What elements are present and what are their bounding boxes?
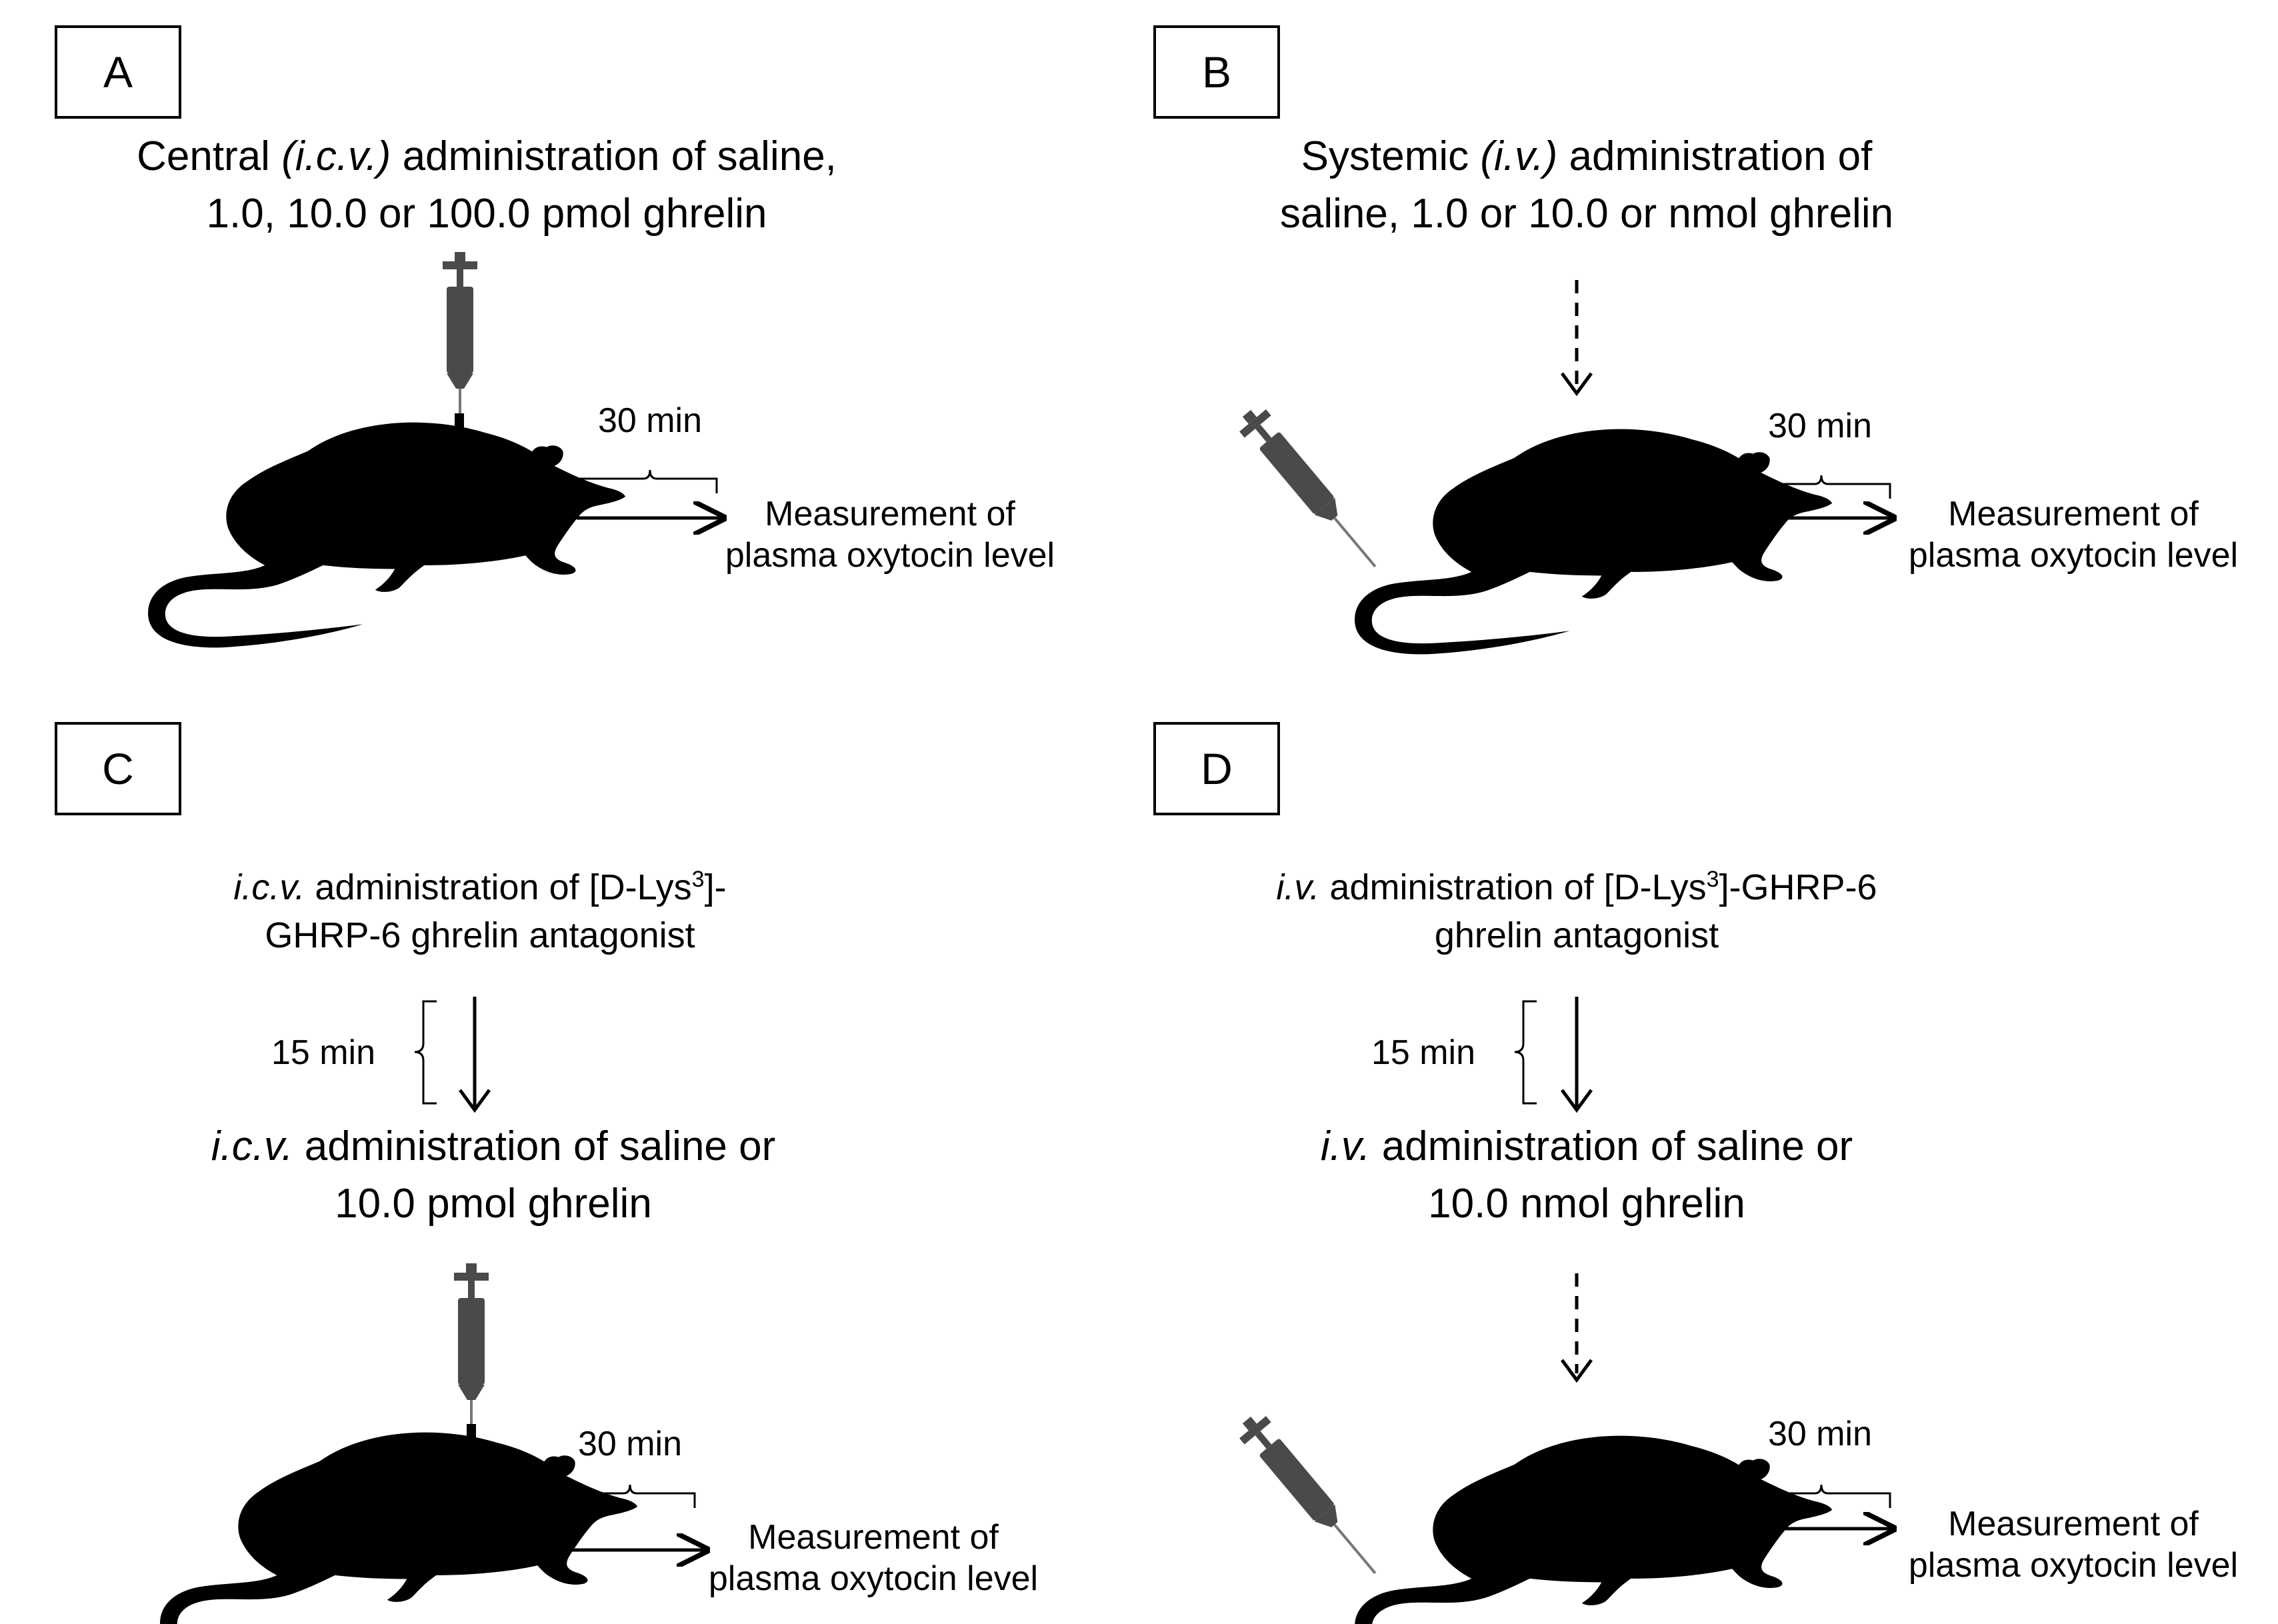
measurement-line1: Measurement of (1948, 495, 2199, 533)
pretreatment-line1: i.c.v. administration of [D-Lys3]- (120, 855, 840, 911)
down-arrow (458, 1089, 491, 1113)
rat-silhouette-icon (148, 422, 626, 648)
panel-a-title-line1: Central (i.c.v.) administration of salin… (87, 128, 887, 185)
interval-label: 30 min (597, 401, 703, 440)
measurement-line2: plasma oxytocin level (725, 536, 1055, 575)
pretreatment-text: ]- (704, 867, 727, 907)
panel-c-graphics (160, 997, 707, 1624)
title-text: administration of saline or (293, 1123, 776, 1169)
route-abbrev: i.c.v. (233, 867, 305, 907)
panel-a-title: Central (i.c.v.) administration of salin… (87, 128, 887, 243)
panel-a-graphics (148, 251, 723, 648)
interval-brace (1749, 1484, 1891, 1508)
route-abbrev: (i.c.v.) (281, 133, 391, 179)
panel-b-graphics (1232, 280, 1893, 655)
panel-d-title: i.v. administration of saline or 10.0 nm… (1193, 1118, 1980, 1233)
pretreatment-text: ]-GHRP-6 (1719, 867, 1877, 907)
route-abbrev: (i.v.) (1480, 133, 1558, 179)
panel-b-title: Systemic (i.v.) administration of saline… (1187, 128, 1987, 243)
route-abbrev: i.v. (1276, 867, 1320, 907)
delay-label: 15 min (271, 1033, 376, 1072)
pretreatment-text: administration of [D-Lys (1319, 867, 1707, 907)
delay-brace (414, 1000, 437, 1105)
panel-d-title-line2: 10.0 nmol ghrelin (1428, 1181, 1745, 1227)
panel-c-pretreatment: i.c.v. administration of [D-Lys3]- GHRP-… (120, 855, 840, 959)
down-arrow (1560, 1089, 1593, 1113)
panel-label-a: A (55, 25, 181, 119)
superscript: 3 (1706, 867, 1719, 892)
panel-label-text: D (1201, 744, 1233, 793)
panel-d-title-line1: i.v. administration of saline or (1193, 1118, 1980, 1175)
syringe-icon (1232, 1407, 1390, 1586)
title-text: administration of (1557, 133, 1873, 179)
panel-c-title: i.c.v. administration of saline or 10.0 … (93, 1118, 893, 1233)
title-text: administration of saline or (1370, 1123, 1853, 1169)
route-abbrev: i.c.v. (211, 1123, 293, 1169)
panel-d-graphics (1232, 997, 1893, 1624)
panel-c-title-line1: i.c.v. administration of saline or (93, 1118, 893, 1175)
title-text: Systemic (1301, 133, 1481, 179)
dashed-arrow (1560, 1359, 1593, 1383)
pretreatment-line2: ghrelin antagonist (1434, 915, 1719, 955)
pretreatment-line1: i.v. administration of [D-Lys3]-GHRP-6 (1217, 855, 1937, 911)
superscript: 3 (691, 867, 705, 892)
panel-label-c: C (55, 722, 181, 815)
interval-brace (1749, 475, 1891, 499)
panel-b-title-line2: saline, 1.0 or 10.0 or nmol ghrelin (1279, 191, 1894, 237)
route-abbrev: i.v. (1320, 1123, 1371, 1169)
measurement-line2: plasma oxytocin level (708, 1559, 1039, 1598)
measurement-label: Measurement of plasma oxytocin level (1873, 1503, 2273, 1586)
rat-silhouette-icon (160, 1432, 638, 1624)
delay-brace (1514, 1000, 1537, 1105)
pretreatment-text: administration of [D-Lys (305, 867, 692, 907)
panel-label-text: A (103, 47, 133, 97)
measurement-label: Measurement of plasma oxytocin level (1873, 493, 2273, 576)
panel-d-pretreatment: i.v. administration of [D-Lys3]-GHRP-6 g… (1217, 855, 1937, 959)
measurement-line2: plasma oxytocin level (1908, 536, 2239, 575)
interval-label: 30 min (577, 1425, 683, 1463)
title-text: administration of saline, (391, 133, 837, 179)
panel-label-text: C (102, 744, 134, 793)
interval-label: 30 min (1767, 407, 1873, 445)
measurement-line1: Measurement of (765, 495, 1015, 533)
interval-brace (562, 1484, 696, 1508)
panel-c-title-line2: 10.0 pmol ghrelin (335, 1181, 652, 1227)
panel-label-text: B (1201, 47, 1232, 97)
panel-label-d: D (1153, 722, 1280, 815)
measurement-line1: Measurement of (1948, 1505, 2199, 1543)
syringe-icon (1232, 401, 1390, 579)
pretreatment-line2: GHRP-6 ghrelin antagonist (265, 915, 695, 955)
panel-a-title-line2: 1.0, 10.0 or 100.0 pmol ghrelin (206, 191, 767, 237)
delay-label: 15 min (1371, 1033, 1476, 1072)
panel-label-b: B (1153, 25, 1280, 119)
measurement-line2: plasma oxytocin level (1908, 1546, 2239, 1585)
title-text: Central (137, 133, 282, 179)
measurement-label: Measurement of plasma oxytocin level (687, 1517, 1060, 1599)
rat-silhouette-icon (1355, 429, 1833, 655)
panel-b-title-line1: Systemic (i.v.) administration of (1187, 128, 1987, 185)
measurement-line1: Measurement of (748, 1518, 999, 1557)
interval-label: 30 min (1767, 1415, 1873, 1453)
measurement-label: Measurement of plasma oxytocin level (703, 493, 1077, 576)
dashed-arrow (1560, 372, 1593, 397)
interval-brace (579, 469, 718, 493)
